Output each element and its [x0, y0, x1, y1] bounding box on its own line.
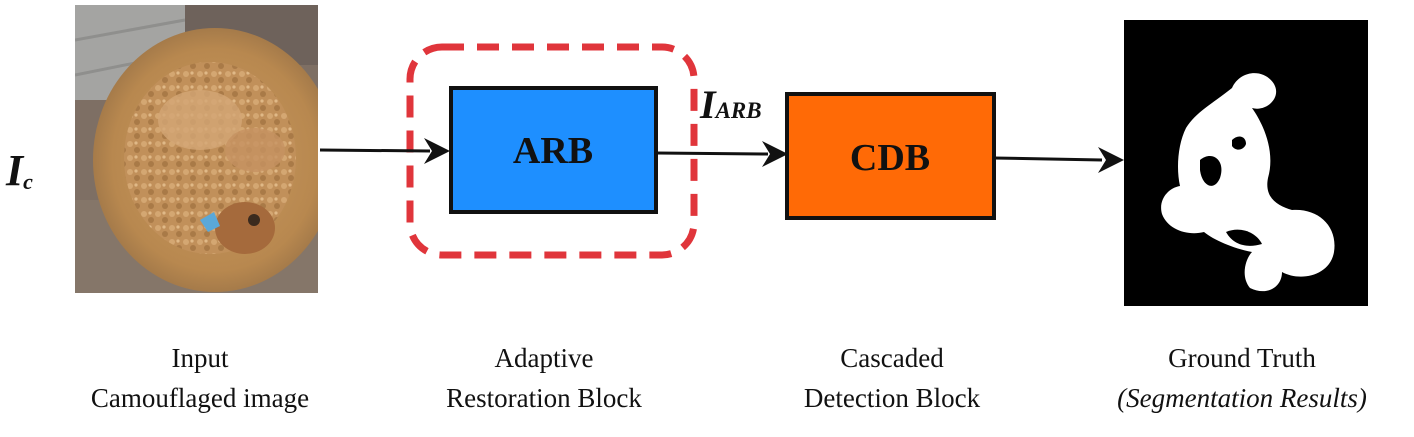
arrow-arb-to-cdb [655, 141, 788, 167]
caption-output-line2: (Segmentation Results) [1117, 383, 1367, 413]
arb-block-label: ARB [513, 130, 593, 172]
caption-cdb-line2: Detection Block [803, 383, 981, 413]
caption-input-line2: Camouflaged image [90, 383, 310, 413]
caption-input: Input Camouflaged image [40, 338, 360, 418]
caption-arb-line1: Adaptive [494, 343, 594, 373]
caption-arb-line2: Restoration Block [446, 383, 642, 413]
caption-output-line1: Ground Truth [1168, 343, 1316, 373]
arb-block [449, 86, 658, 214]
caption-output: Ground Truth (Segmentation Results) [1074, 338, 1410, 418]
cdb-block [785, 92, 996, 220]
input-label: Ic [5, 146, 33, 195]
caption-input-line1: Input [171, 343, 229, 373]
output-segmentation-mask [1124, 20, 1368, 306]
input-camouflaged-image [75, 5, 318, 293]
intermediate-label: IARB [699, 82, 762, 127]
arrow-cdb-to-output [993, 147, 1124, 173]
caption-arb: Adaptive Restoration Block [394, 338, 694, 418]
caption-cdb: Cascaded Detection Block [742, 338, 1042, 418]
cdb-block-label: CDB [850, 137, 930, 179]
arrow-input-to-arb [319, 138, 450, 164]
caption-cdb-line1: Cascaded [840, 343, 944, 373]
